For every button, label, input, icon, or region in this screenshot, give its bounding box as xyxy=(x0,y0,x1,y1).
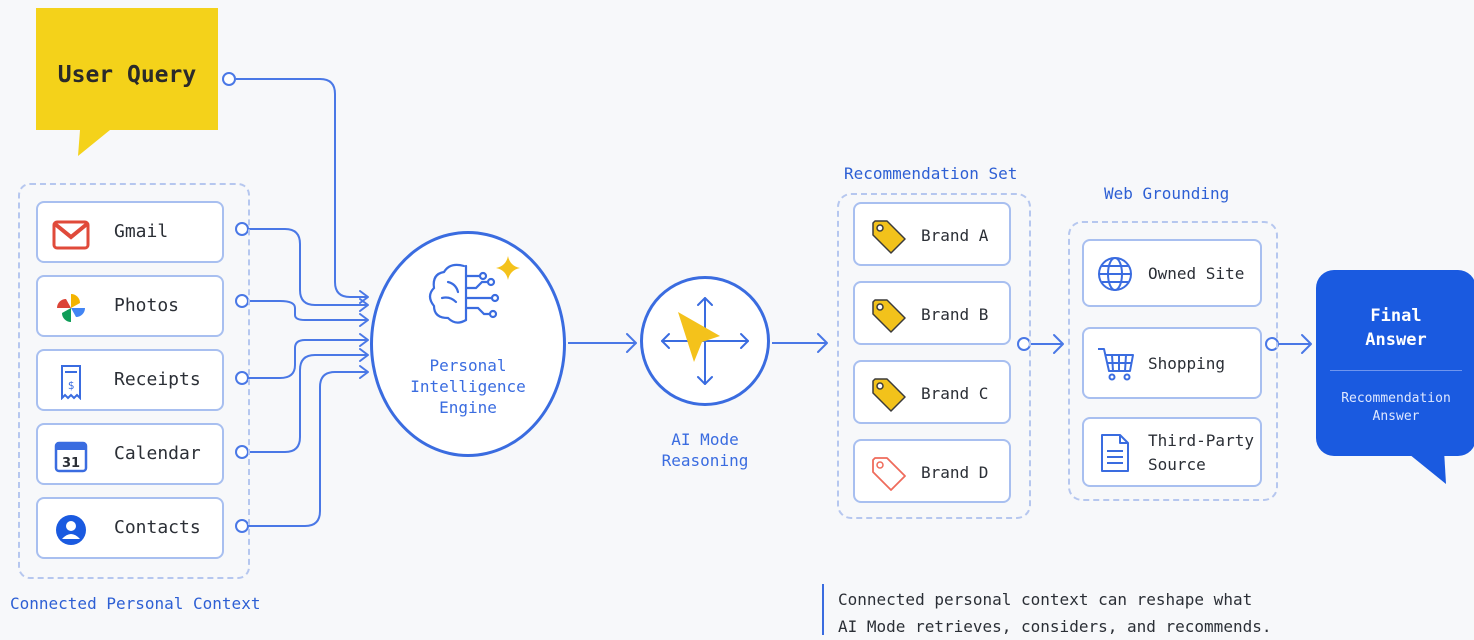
final-answer-sub-line1: Recommendation xyxy=(1341,391,1451,406)
contacts-icon xyxy=(56,515,86,545)
brand-card-b[interactable]: Brand B xyxy=(853,281,1011,345)
ai-mode-label: AI Mode Reasoning xyxy=(630,429,780,471)
final-answer-title-line2: Answer xyxy=(1365,330,1427,350)
final-answer-bubble xyxy=(1316,270,1474,456)
final-answer-title-line1: Final xyxy=(1370,306,1422,326)
cursor-arrows-icon xyxy=(661,297,749,385)
web-grounding-group xyxy=(1068,221,1278,501)
web-label-third-party-line2: Source xyxy=(1148,455,1206,474)
source-card-contacts[interactable]: Contacts xyxy=(36,497,224,559)
source-label-receipts: Receipts xyxy=(114,369,201,390)
ai-mode-label-line1: AI Mode xyxy=(671,430,739,449)
calendar-icon: 31 xyxy=(54,441,88,473)
note-accent-bar xyxy=(822,584,824,635)
web-label-shopping: Shopping xyxy=(1148,354,1226,373)
final-answer-sub-line2: Answer xyxy=(1372,409,1420,424)
gmail-icon xyxy=(52,220,90,250)
personal-intelligence-engine xyxy=(370,231,566,457)
tag-icon xyxy=(872,457,906,491)
user-query-label: User Query xyxy=(57,62,197,88)
engine-label-line1: Personal xyxy=(429,356,507,375)
brand-card-c[interactable]: Brand C xyxy=(853,360,1011,424)
final-answer-title: Final Answer xyxy=(1316,304,1474,352)
context-note-line2: AI Mode retrieves, considers, and recomm… xyxy=(838,617,1272,636)
photos-icon xyxy=(57,294,85,322)
web-card-shopping[interactable]: Shopping xyxy=(1082,327,1262,399)
cart-icon xyxy=(1098,348,1134,381)
web-label-third-party-line1: Third-Party xyxy=(1148,431,1254,450)
brand-label-c: Brand C xyxy=(921,384,989,403)
recommendation-set-group xyxy=(837,193,1031,519)
engine-label-line3: Engine xyxy=(439,398,497,417)
final-answer-bubble-tail xyxy=(1404,450,1446,484)
context-note-line1: Connected personal context can reshape w… xyxy=(838,590,1253,609)
source-label-contacts: Contacts xyxy=(114,517,201,538)
source-label-gmail: Gmail xyxy=(114,221,169,242)
brand-card-d[interactable]: Brand D xyxy=(853,439,1011,503)
svg-text:$: $ xyxy=(68,379,75,392)
brain-sparkle-icon xyxy=(428,256,520,324)
personal-context-group xyxy=(18,183,250,579)
personal-context-caption: Connected Personal Context xyxy=(10,594,261,613)
web-label-owned-site: Owned Site xyxy=(1148,264,1245,283)
source-label-calendar: Calendar xyxy=(114,443,201,464)
recommendation-set-title: Recommendation Set xyxy=(844,164,1018,183)
source-label-photos: Photos xyxy=(114,295,180,316)
tag-icon xyxy=(872,299,906,333)
receipt-icon: $ xyxy=(61,365,81,400)
calendar-icon-day: 31 xyxy=(62,456,80,471)
final-answer-subtitle: Recommendation Answer xyxy=(1316,390,1474,426)
source-card-photos[interactable]: Photos xyxy=(36,275,224,337)
engine-label-line2: Intelligence xyxy=(410,377,526,396)
user-query-bubble xyxy=(36,8,218,156)
brand-card-a[interactable]: Brand A xyxy=(853,202,1011,266)
web-card-owned-site[interactable]: Owned Site xyxy=(1082,239,1262,307)
brand-label-d: Brand D xyxy=(921,463,989,482)
web-card-third-party[interactable]: Third-Party Source xyxy=(1082,417,1262,487)
brand-label-b: Brand B xyxy=(921,305,989,324)
tag-icon xyxy=(872,220,906,254)
web-grounding-title: Web Grounding xyxy=(1104,184,1230,203)
engine-label: Personal Intelligence Engine xyxy=(370,355,566,418)
document-icon xyxy=(1101,434,1129,472)
ai-mode-label-line2: Reasoning xyxy=(661,451,749,470)
tag-icon xyxy=(872,378,906,412)
source-card-receipts[interactable]: $ Receipts xyxy=(36,349,224,411)
context-note: Connected personal context can reshape w… xyxy=(838,586,1271,640)
brand-label-a: Brand A xyxy=(921,226,989,245)
source-card-calendar[interactable]: 31 Calendar xyxy=(36,423,224,485)
final-answer-divider xyxy=(1330,370,1462,371)
globe-icon xyxy=(1098,257,1132,291)
source-card-gmail[interactable]: Gmail xyxy=(36,201,224,263)
